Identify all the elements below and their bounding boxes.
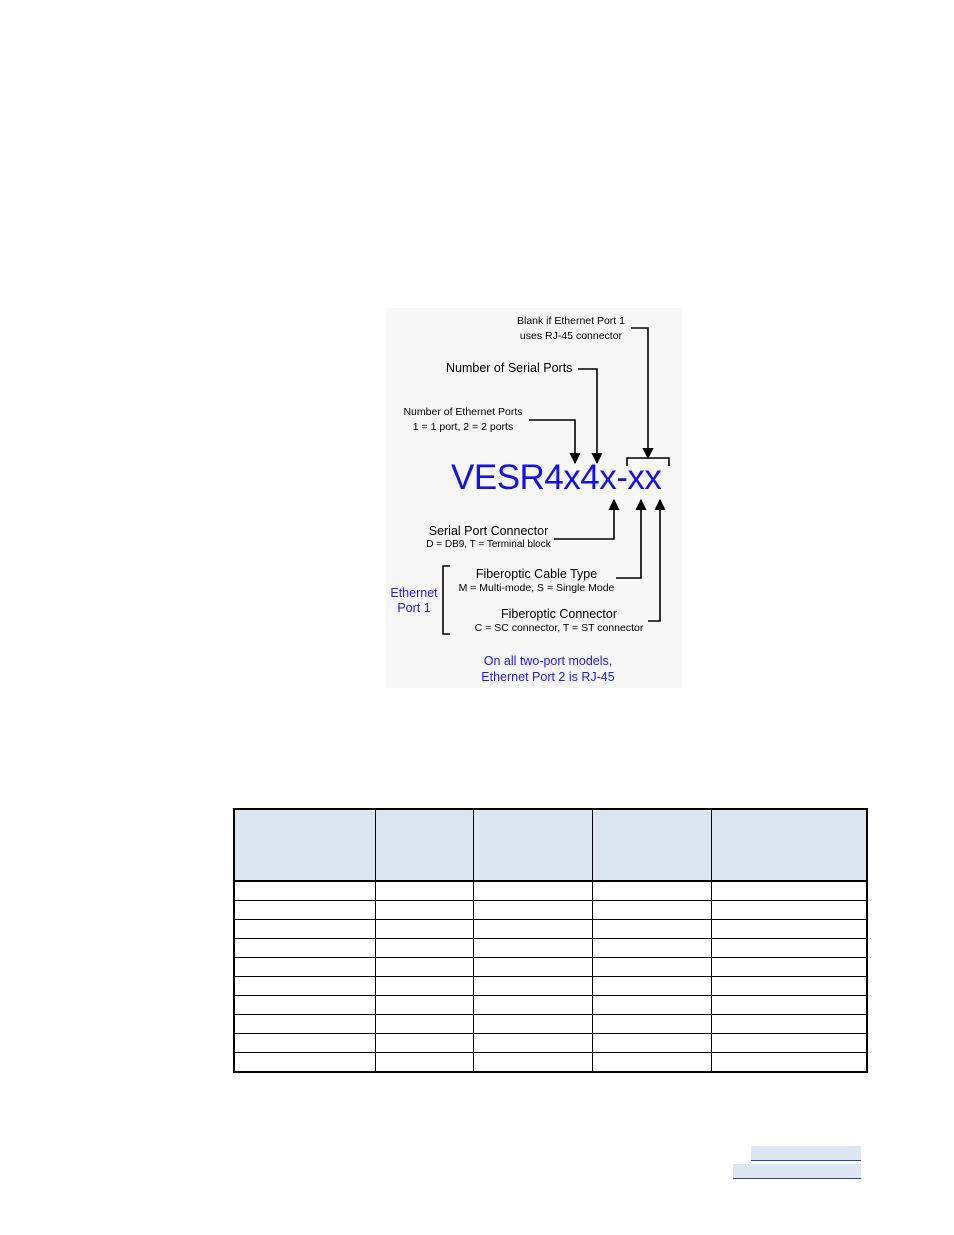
table-cell [374,919,474,939]
table-header-cell [591,808,712,882]
table-cell [233,938,376,958]
diagram-arrows [442,327,670,635]
label-serial-connector: Serial Port Connector D = DB9, T = Termi… [426,524,551,550]
footer-link-1[interactable] [751,1146,861,1161]
table-cell [710,957,868,977]
table-cell [710,900,868,920]
table-header-cell [472,808,593,882]
arrow-fiber-connector [648,498,666,622]
table-cell [374,995,474,1015]
table-cell [374,1052,474,1073]
bracket-xx [626,457,670,466]
table-cell [233,995,376,1015]
table-cell [710,1014,868,1034]
label-fiber-connector: Fiberoptic Connector C = SC connector, T… [474,607,644,634]
note-two-port-models: On all two-port models, Ethernet Port 2 … [481,654,615,684]
table-cell [591,976,712,996]
table-cell [591,919,712,939]
table-cell [472,900,593,920]
label-serial-ports: Number of Serial Ports [446,361,573,375]
table-cell [233,919,376,939]
table-cell [710,976,868,996]
label-ethernet-ports: Number of Ethernet Ports 1 = 1 port, 2 =… [403,406,523,433]
table-cell [591,880,712,901]
table-cell [472,880,593,901]
table-cell [710,1033,868,1053]
table-cell [472,1033,593,1053]
table-cell [233,976,376,996]
table-cell [591,995,712,1015]
table-cell [233,900,376,920]
label-fiber-cable: Fiberoptic Cable Type M = Multi-mode, S … [458,567,615,594]
model-code-diagram: Blank if Ethernet Port 1 uses RJ-45 conn… [386,308,682,688]
table-cell [591,1033,712,1053]
table-cell [374,938,474,958]
table-cell [591,1014,712,1034]
arrow-ethernet-ports [529,419,581,465]
table-row [233,900,868,920]
table-header-cell [710,808,868,882]
table-cell [374,900,474,920]
table-cell [374,976,474,996]
arrow-serial-ports [578,368,603,465]
table-header-cell [233,808,376,882]
table-row [233,1014,868,1034]
table-row [233,957,868,977]
arrow-blank-port1 [631,327,654,460]
table-row [233,880,868,901]
table-cell [472,995,593,1015]
table-cell [472,1052,593,1073]
table-cell [472,1014,593,1034]
table-cell [472,957,593,977]
table-cell [233,957,376,977]
table-header-cell [374,808,474,882]
table-cell [233,1052,376,1073]
table-cell [374,1014,474,1034]
model-code: VESR4x4x-xx [451,458,662,497]
table-cell [233,1033,376,1053]
table-row [233,1033,868,1053]
table-cell [710,1052,868,1073]
table-row [233,995,868,1015]
table-cell [710,938,868,958]
model-table [233,808,868,1073]
table-cell [710,880,868,901]
table-header-row [233,808,868,882]
bracket-ethernet-port1 [442,565,450,635]
table-cell [374,1033,474,1053]
table-row [233,1052,868,1073]
table-cell [233,880,376,901]
table-cell [591,1052,712,1073]
table-cell [591,900,712,920]
table-cell [374,957,474,977]
footer-link-2[interactable] [733,1164,861,1179]
table-cell [472,919,593,939]
arrow-fiber-cable [616,498,647,579]
table-cell [710,995,868,1015]
table-cell [591,938,712,958]
arrow-serial-connector [554,498,620,540]
table-row [233,976,868,996]
table-cell [710,919,868,939]
label-blank-port1: Blank if Ethernet Port 1 uses RJ-45 conn… [517,315,625,342]
table-cell [233,1014,376,1034]
table-cell [591,957,712,977]
table-row [233,938,868,958]
label-ethernet-port1: Ethernet Port 1 [390,586,438,615]
table-cell [472,976,593,996]
table-row [233,919,868,939]
table-cell [472,938,593,958]
table-cell [374,880,474,901]
